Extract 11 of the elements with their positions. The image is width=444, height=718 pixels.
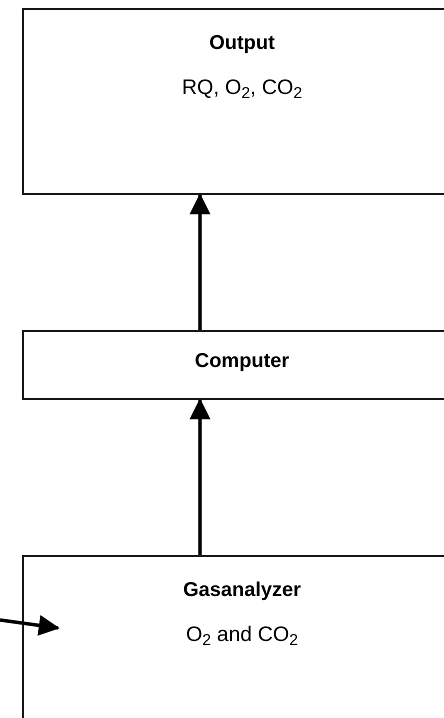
process-box (22, 555, 444, 718)
arrow (190, 193, 210, 330)
process-box (22, 330, 444, 400)
box-title: Gasanalyzer (183, 578, 301, 603)
arrow (0, 614, 60, 636)
box-text: O$_{2}$ and CO$_{2}$ (186, 622, 298, 650)
box-title: Computer (194, 349, 290, 374)
process-box (22, 8, 444, 195)
box-title: Output (209, 31, 275, 56)
box-text: RQ, O$_{2}$, CO$_{2}$ (182, 75, 302, 104)
arrow (190, 398, 210, 555)
